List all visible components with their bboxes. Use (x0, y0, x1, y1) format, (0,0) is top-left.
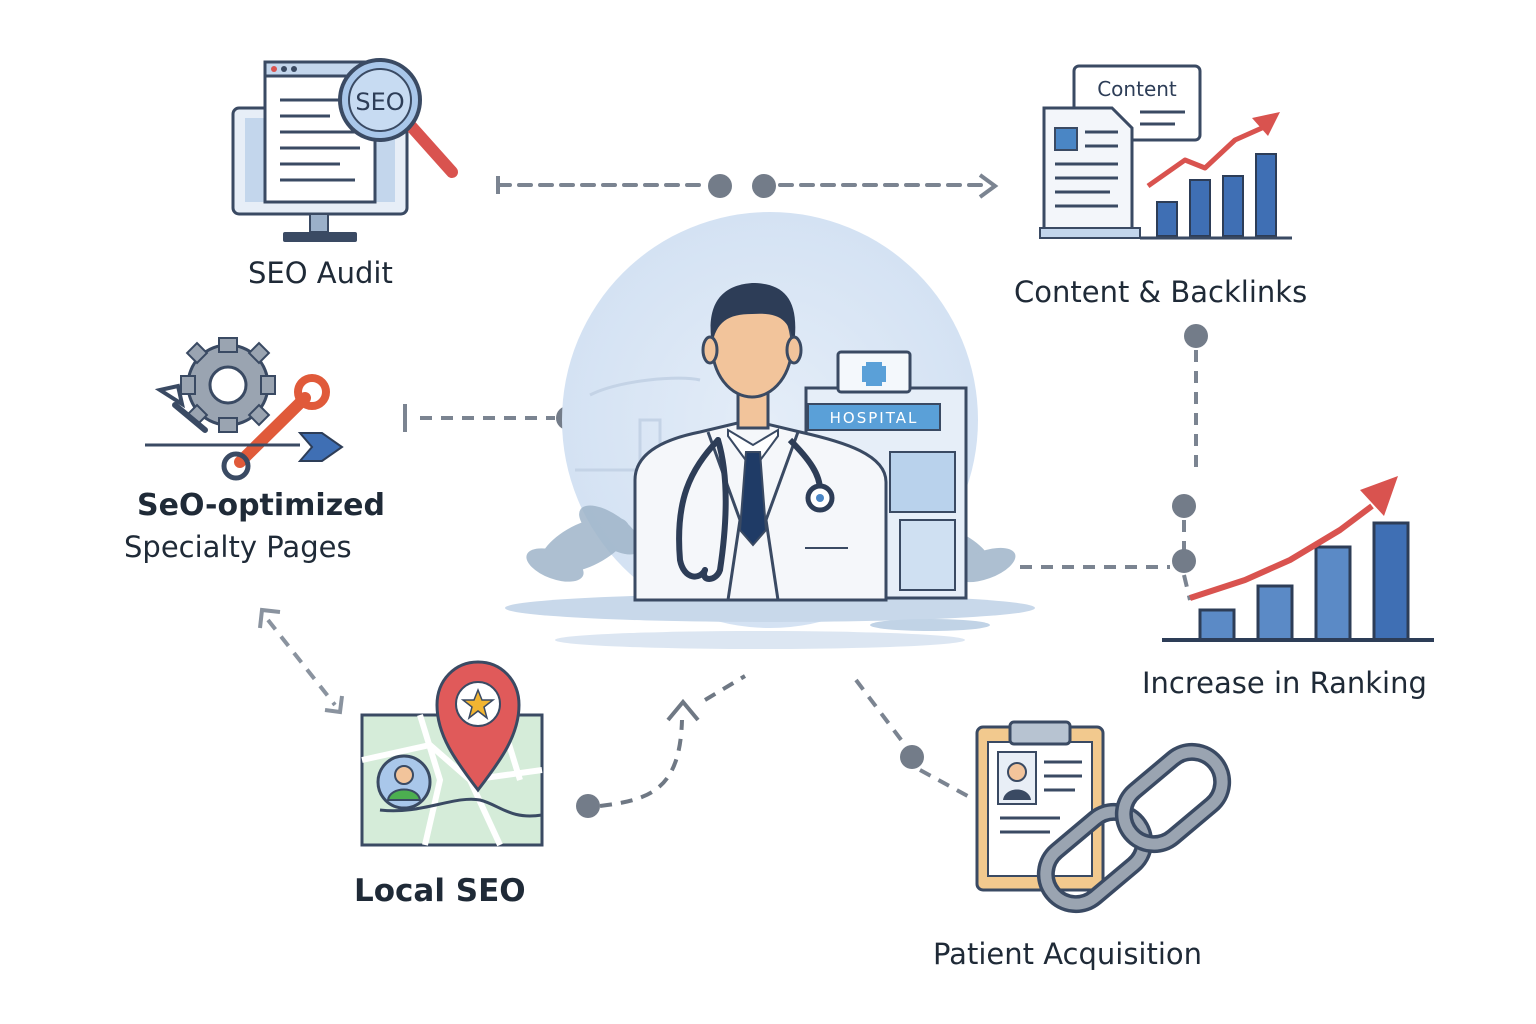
trend-line (1189, 503, 1374, 601)
hospital-sign: HOSPITAL (830, 409, 919, 427)
map-icon (360, 713, 544, 847)
chart-bar (1314, 545, 1352, 642)
clipboard-icon (975, 720, 1105, 892)
connector-arrowhead (978, 173, 999, 199)
specialty-pages-label-line2: Specialty Pages (124, 530, 352, 564)
ranking-chart (1162, 476, 1434, 642)
local-seo-node (360, 660, 544, 847)
connector-node (1172, 494, 1196, 518)
local-seo-label: Local SEO (354, 873, 526, 909)
connector-node (1184, 324, 1208, 348)
patient-acquisition-label: Patient Acquisition (933, 937, 1203, 971)
chart-bar (1256, 584, 1294, 642)
chain-link-icon (1036, 742, 1232, 914)
specialty-pages-node (145, 337, 344, 481)
content-backlinks-node: Content (1039, 64, 1292, 240)
wrench-icon (154, 374, 330, 481)
gear-icon (180, 337, 276, 433)
foliage-left (526, 505, 641, 582)
chart-bar (1198, 608, 1236, 642)
connector-center-to-patient (854, 678, 976, 802)
connector-content-to-ranking (1182, 350, 1198, 601)
trend-arrowhead (1360, 476, 1398, 516)
content-doc-heading: Content (1097, 77, 1177, 101)
doctor-icon (633, 283, 888, 602)
connector-node (752, 174, 776, 198)
connector-node (1172, 549, 1196, 573)
increase-ranking-label: Increase in Ranking (1142, 666, 1427, 700)
connector-node (708, 174, 732, 198)
chart-bar (1372, 521, 1410, 642)
center-illustration: HOSPITAL (505, 212, 1035, 649)
content-backlinks-label: Content & Backlinks (1014, 275, 1308, 309)
map-pin-icon (435, 660, 521, 793)
connector-pages-to-center (403, 404, 580, 432)
seo-audit-label: SEO Audit (248, 256, 393, 290)
specialty-pages-label-line1: SeO-optimized (137, 488, 385, 523)
connector-local-to-center (576, 674, 747, 818)
patient-acquisition-node (975, 720, 1232, 914)
seo-badge-text: SEO (355, 88, 404, 116)
arrow-icon (145, 432, 344, 462)
connector-pages-to-local (258, 607, 344, 715)
document-icon: Content (1039, 64, 1202, 239)
growth-chart-icon (1140, 112, 1292, 240)
magnifier-icon: SEO (338, 58, 458, 178)
seo-audit-node: SEO (231, 58, 458, 242)
